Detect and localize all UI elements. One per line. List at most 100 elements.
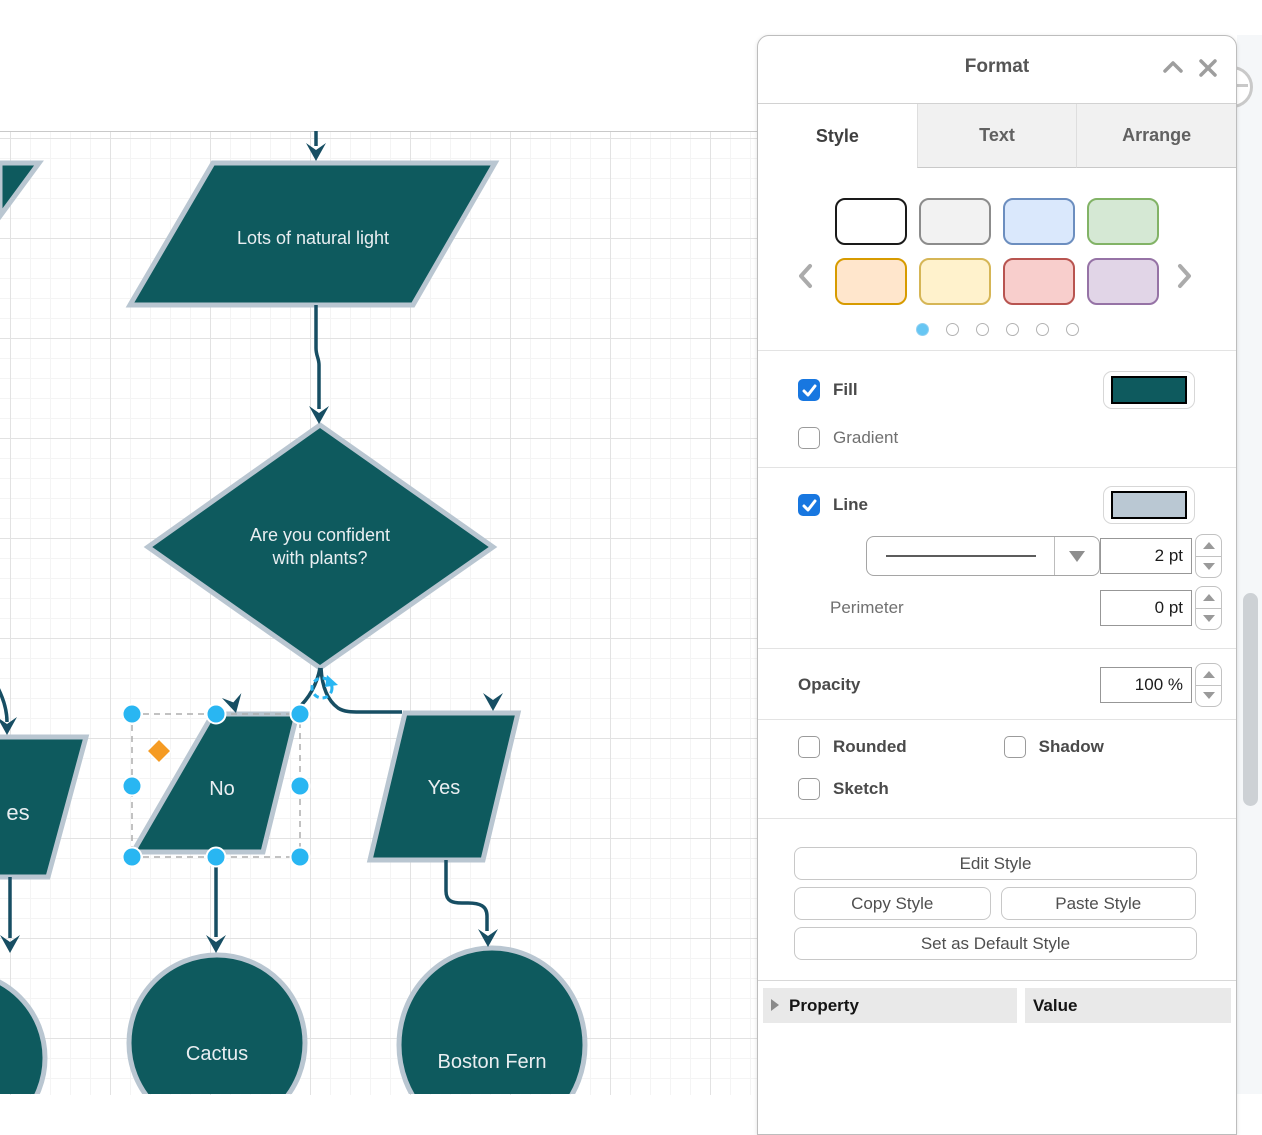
spinner-down-icon[interactable] [1196, 609, 1221, 630]
sketch-checkbox[interactable] [798, 778, 820, 800]
spinner-up-icon[interactable] [1196, 664, 1221, 686]
circle-cactus[interactable] [126, 952, 308, 1094]
line-width-stepper[interactable] [1195, 534, 1222, 578]
format-panel-titlebar: Format [758, 36, 1236, 104]
fill-label: Fill [833, 380, 858, 399]
style-preset-blue[interactable] [1003, 198, 1075, 245]
resize-handle-s[interactable] [205, 846, 227, 868]
pager-dot-6[interactable] [1065, 323, 1079, 336]
tab-arrange[interactable]: Arrange [1076, 104, 1237, 168]
tab-text[interactable]: Text [916, 104, 1077, 168]
arrowhead [0, 717, 17, 735]
parallelogram-yes[interactable] [366, 710, 522, 863]
resize-handle-ne[interactable] [289, 703, 311, 725]
edge-diamond-to-yes[interactable] [319, 667, 402, 714]
rotate-handle-icon[interactable] [310, 676, 334, 700]
property-column-header[interactable]: Property [763, 988, 1017, 1023]
partial-shape-top-left[interactable] [0, 160, 44, 221]
sketch-label: Sketch [833, 779, 889, 798]
set-default-style-button[interactable]: Set as Default Style [794, 927, 1197, 960]
edge-diamond-to-no[interactable] [295, 667, 322, 711]
property-table-header: Property Value [758, 980, 1236, 1023]
copy-style-button[interactable]: Copy Style [794, 887, 991, 920]
perimeter-stepper[interactable] [1195, 586, 1222, 630]
fill-checkbox[interactable] [798, 379, 820, 401]
arrowhead [309, 406, 329, 424]
opacity-stepper[interactable] [1195, 663, 1222, 707]
line-style-dropdown[interactable] [866, 536, 1100, 576]
spinner-down-icon[interactable] [1196, 686, 1221, 707]
rounded-checkbox[interactable] [798, 736, 820, 758]
pager-dot-3[interactable] [975, 323, 989, 336]
arrowhead [478, 929, 498, 947]
gradient-label: Gradient [833, 428, 899, 447]
fill-color-swatch [1111, 376, 1187, 404]
carousel-pager [758, 323, 1236, 336]
arrowhead [206, 935, 226, 953]
spinner-down-icon[interactable] [1196, 557, 1221, 578]
rotate-handle-arrow-icon [325, 675, 338, 687]
prev-styles-icon[interactable] [796, 263, 814, 289]
paste-style-button[interactable]: Paste Style [1000, 887, 1196, 920]
opacity-label: Opacity [798, 675, 861, 694]
resize-handle-se[interactable] [289, 846, 311, 868]
format-tabs: Style Text Arrange [758, 104, 1237, 168]
edge-lots-to-diamond[interactable] [314, 305, 321, 409]
panel-scrollbar[interactable] [1237, 35, 1262, 1094]
resize-handle-e[interactable] [289, 775, 311, 797]
line-style-sample [867, 537, 1054, 575]
scrollbar-thumb[interactable] [1243, 593, 1258, 806]
line-width-input[interactable] [1100, 538, 1192, 574]
style-preset-green[interactable] [1087, 198, 1159, 245]
next-styles-icon[interactable] [1176, 263, 1194, 289]
pager-dot-2[interactable] [945, 323, 959, 336]
pager-dot-1[interactable] [915, 323, 929, 336]
style-preset-carousel [758, 168, 1236, 351]
spinner-up-icon[interactable] [1196, 587, 1221, 609]
line-checkbox[interactable] [798, 494, 820, 516]
resize-handle-sw[interactable] [121, 846, 143, 868]
circle-boston-fern[interactable] [396, 945, 588, 1094]
shape-skew-handle[interactable] [145, 737, 173, 765]
shadow-checkbox[interactable] [1003, 736, 1026, 758]
selection-overlay-no [121, 675, 338, 868]
pager-dot-4[interactable] [1005, 323, 1019, 336]
edge-into-left-parallelogram[interactable] [0, 688, 9, 723]
decision-diamond[interactable] [143, 421, 498, 672]
resize-handle-w[interactable] [121, 775, 143, 797]
style-preset-purple[interactable] [1087, 258, 1159, 305]
flowchart-layer [0, 131, 588, 1094]
close-panel-icon[interactable] [1198, 58, 1218, 78]
style-preset-gray[interactable] [919, 198, 991, 245]
panel-title: Format [964, 56, 1030, 77]
rounded-label: Rounded [833, 737, 907, 756]
resize-handle-nw[interactable] [121, 703, 143, 725]
edit-style-button[interactable]: Edit Style [794, 847, 1197, 880]
expander-icon[interactable] [771, 999, 779, 1011]
style-preset-yellow[interactable] [919, 258, 991, 305]
tab-style[interactable]: Style [758, 104, 917, 168]
parallelogram-left-partial[interactable] [0, 734, 90, 880]
style-preset-white[interactable] [835, 198, 907, 245]
partial-circle-bottom-left[interactable] [0, 972, 48, 1094]
pager-dot-5[interactable] [1035, 323, 1049, 336]
edge-yes-to-boston-fern[interactable] [444, 860, 489, 931]
perimeter-label: Perimeter [830, 598, 904, 617]
line-label: Line [833, 495, 868, 514]
arrowhead [483, 693, 503, 711]
collapse-panel-icon[interactable] [1162, 58, 1184, 78]
resize-handle-n[interactable] [205, 703, 227, 725]
value-column-header[interactable]: Value [1025, 988, 1231, 1023]
gradient-checkbox[interactable] [798, 427, 820, 449]
perimeter-input[interactable] [1100, 590, 1192, 626]
fill-color-button[interactable] [1103, 371, 1195, 409]
parallelogram-no[interactable] [128, 711, 301, 855]
opacity-input[interactable] [1100, 667, 1192, 703]
line-color-button[interactable] [1103, 486, 1195, 524]
line-style-dropdown-arrow-icon[interactable] [1054, 537, 1099, 575]
parallelogram-lots-of-natural-light[interactable] [125, 160, 500, 308]
spinner-up-icon[interactable] [1196, 535, 1221, 557]
style-preset-red[interactable] [1003, 258, 1075, 305]
line-color-swatch [1111, 491, 1187, 519]
style-preset-orange[interactable] [835, 258, 907, 305]
